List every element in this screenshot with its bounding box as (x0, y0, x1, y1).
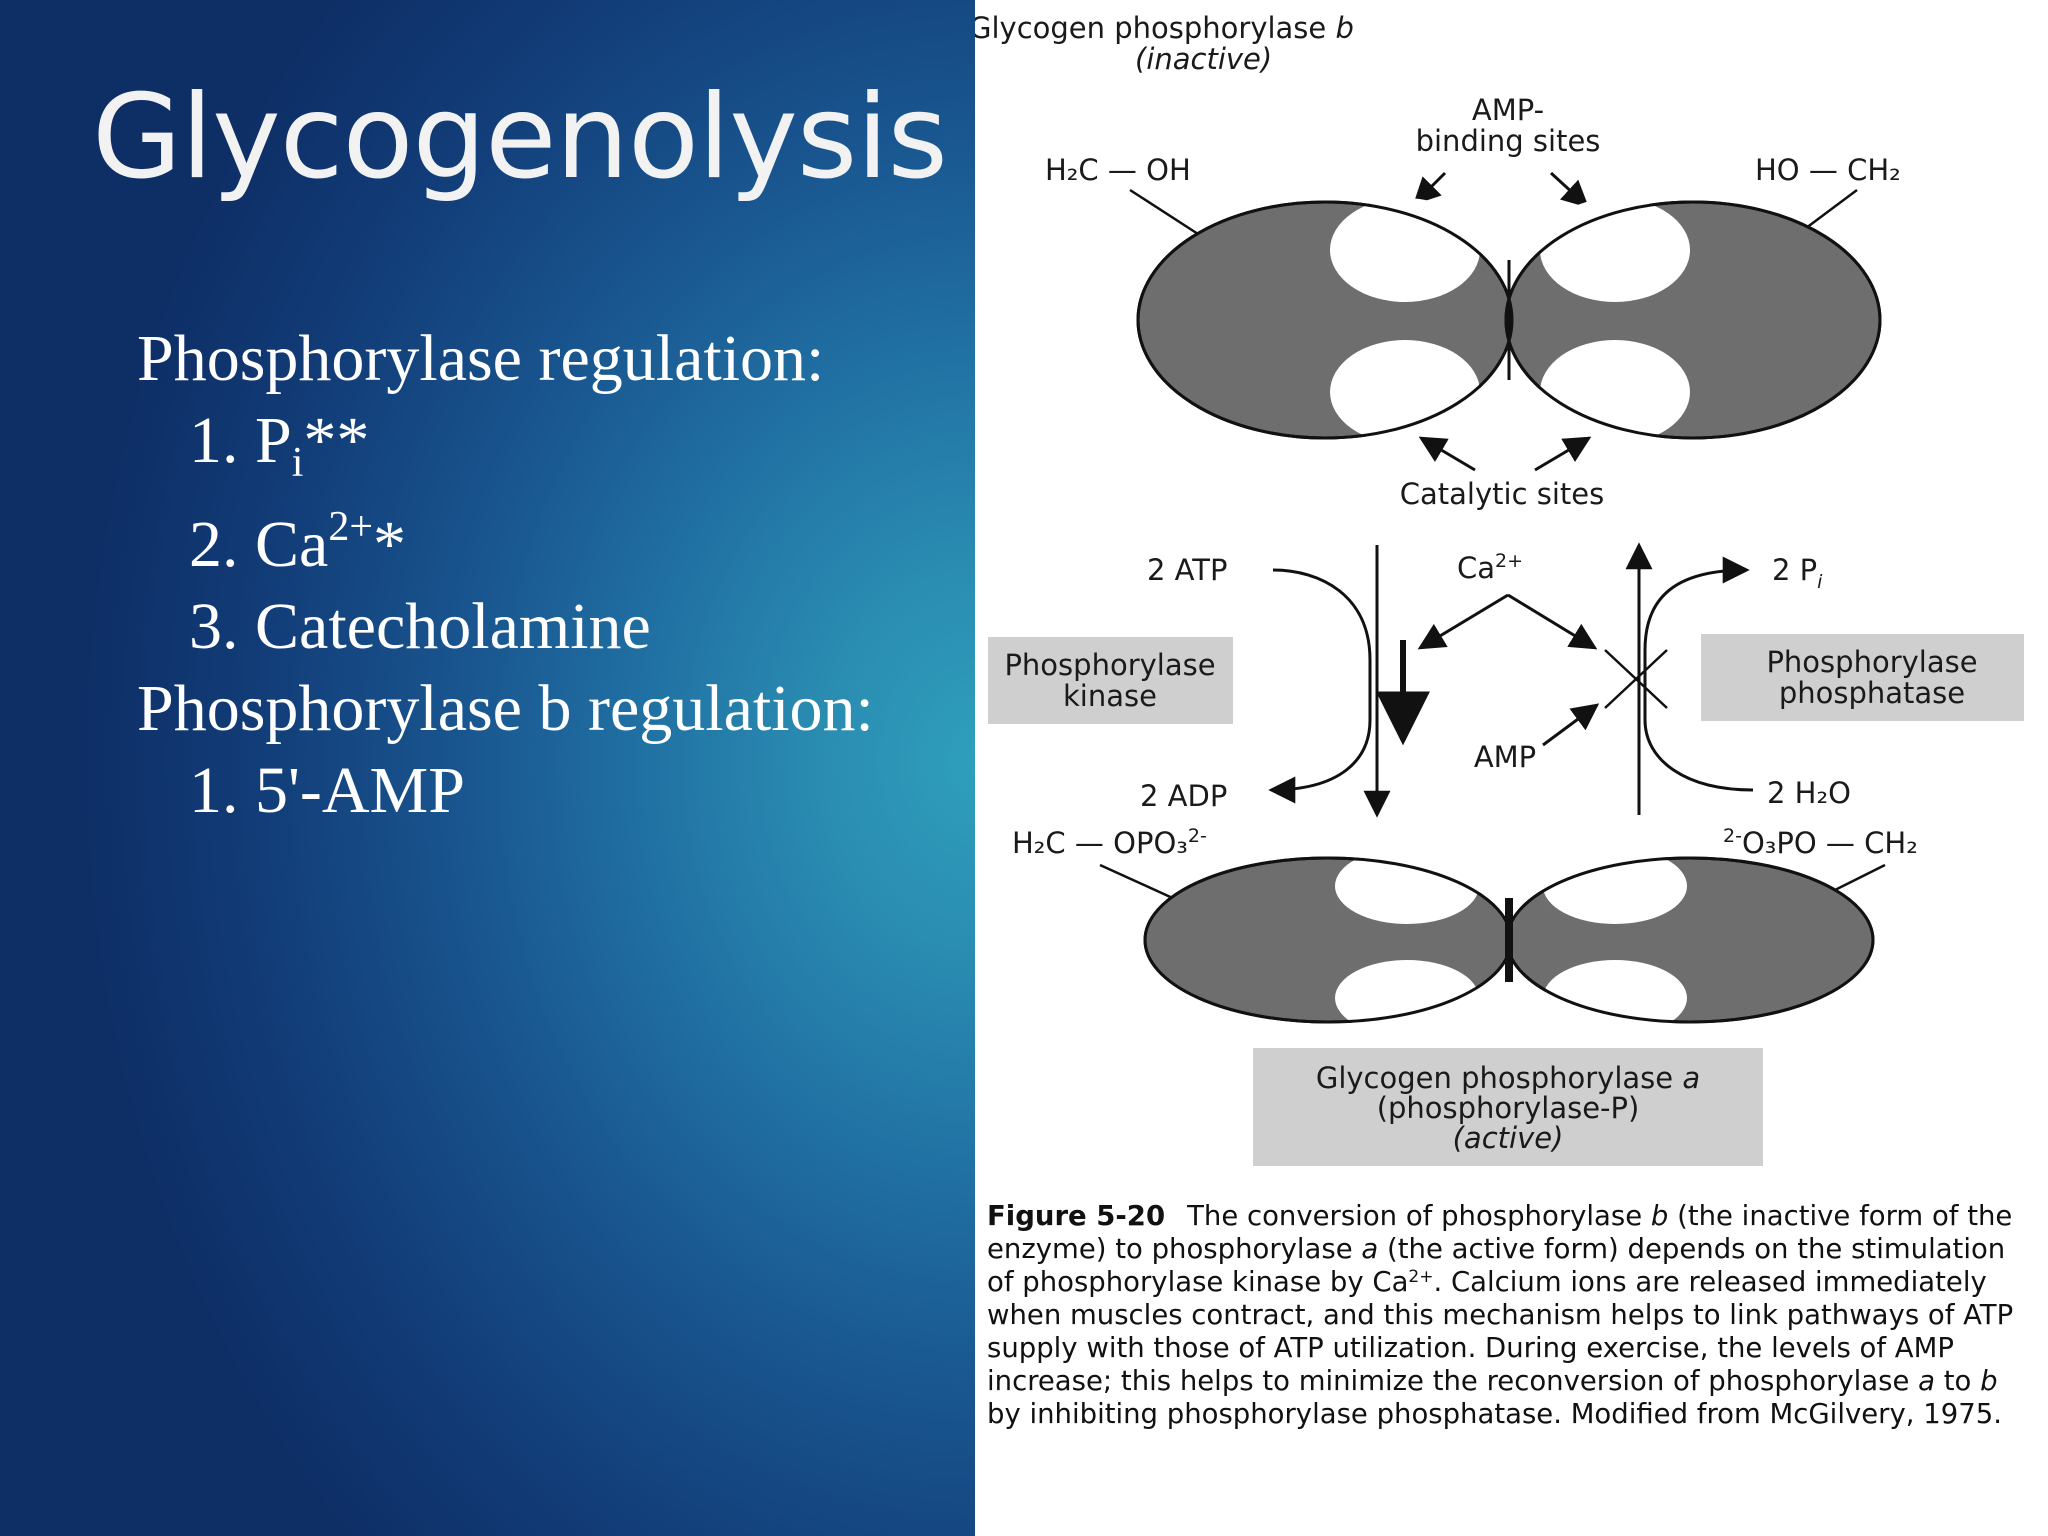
catalytic-arrow-left (1418, 436, 1476, 472)
caption-superscript: 2+ (1408, 1267, 1434, 1287)
catalytic-sites-label: Catalytic sites (1400, 477, 1604, 511)
kinase-label-line1: Phosphorylase (1004, 648, 1215, 682)
item-marker: ** (303, 404, 370, 477)
phosphorylase-phosphatase-box (1701, 634, 2024, 721)
caption-var: b (1650, 1200, 1669, 1232)
item-subscript: i (291, 440, 304, 486)
figure-number: Figure 5-20 (987, 1200, 1166, 1232)
active-enzyme-label-box (1253, 1048, 1763, 1166)
enzyme-dimer-active (1143, 848, 1875, 1036)
caption-text: . Calcium ions are released immediately … (987, 1266, 2014, 1397)
amp-site-left (1335, 848, 1479, 924)
amp-site-arrow-right (1549, 171, 1589, 208)
item-text: 1. P (189, 404, 292, 477)
amp-site-right (1543, 848, 1687, 924)
slide-title: Glycogenolysis (92, 70, 948, 205)
item-superscript: 2+ (328, 504, 374, 550)
item-text: 2. Ca (189, 508, 329, 581)
phosphatase-label-line2: phosphatase (1779, 676, 1965, 710)
left-text-panel: Glycogenolysis Phosphorylase regulation:… (0, 0, 975, 1536)
heading-phosphorylase-regulation: Phosphorylase regulation: (137, 322, 825, 395)
caption-text: to (1934, 1365, 1981, 1397)
bullet-list: Phosphorylase regulation: 1. Pi** 2. Ca2… (137, 318, 874, 832)
left-phosphate-group-label: H₂C — OPO₃2- (1012, 825, 1207, 860)
bottom-enzyme-title: Glycogen phosphorylase a (1316, 1061, 1700, 1095)
caption-var: b (1980, 1365, 1998, 1397)
amp-site-arrow-left (1413, 171, 1447, 205)
amp-inhibition-arrow (1542, 703, 1600, 747)
amp-binding-label-line2: binding sites (1416, 124, 1601, 158)
top-enzyme-state: (inactive) (1135, 42, 1272, 76)
adp-label: 2 ADP (1140, 779, 1227, 813)
calcium-to-kinase-arrow (1417, 593, 1509, 650)
caption-text: (the active form) depends on the stimula… (987, 1233, 2006, 1298)
bottom-enzyme-alias: (phosphorylase-P) (1377, 1091, 1640, 1125)
calcium-label: Ca2+ (1457, 550, 1523, 585)
atp-label: 2 ATP (1147, 553, 1227, 587)
h2o-pi-curve (1643, 556, 1754, 792)
water-label: 2 H₂O (1767, 776, 1851, 810)
kinase-label-line2: kinase (1063, 679, 1157, 713)
amp-site-right (1540, 198, 1690, 302)
bottom-enzyme-state: (active) (1453, 1121, 1564, 1155)
catalytic-site-left (1335, 960, 1479, 1036)
heading-phosphorylase-b-regulation: Phosphorylase b regulation: (137, 672, 874, 745)
caption-var: a (1918, 1365, 1935, 1397)
calcium-to-phosphatase-arrow (1507, 593, 1598, 650)
amp-label: AMP (1474, 740, 1536, 774)
caption-text: The conversion of phosphorylase (1187, 1200, 1651, 1232)
amp-binding-label-line1: AMP- (1472, 93, 1544, 127)
list-item-pi: 1. Pi** (137, 400, 874, 504)
caption-text: by inhibiting phosphorylase phosphatase.… (987, 1398, 2002, 1430)
top-enzyme-title: Glycogen phosphorylase b (975, 11, 1354, 45)
inhibition-cross-b (1604, 649, 1668, 709)
enzyme-dimer-inactive (1136, 198, 1882, 444)
figure-panel: Glycogen phosphorylase b (inactive) AMP-… (975, 0, 2048, 1536)
right-phosphate-group-label: 2-O₃PO — CH₂ (1723, 825, 1918, 860)
list-item-catecholamine: 3. Catecholamine (189, 590, 651, 663)
left-hydroxymethyl-label: H₂C — OH (1045, 153, 1191, 187)
phosphatase-label-line1: Phosphorylase (1766, 645, 1977, 679)
catalytic-site-right (1543, 960, 1687, 1036)
right-hydroxymethyl-label: HO — CH₂ (1755, 153, 1901, 187)
phosphorylase-kinase-box (988, 637, 1233, 724)
amp-site-left (1330, 198, 1480, 302)
catalytic-site-left (1330, 340, 1480, 444)
phosphate-label: 2 Pi (1772, 553, 1823, 593)
list-item-calcium: 2. Ca2+* (137, 504, 874, 586)
catalytic-site-right (1540, 340, 1690, 444)
caption-var: a (1361, 1233, 1379, 1265)
item-marker: * (373, 508, 407, 581)
dimer-interface (1505, 898, 1513, 982)
list-item-amp: 1. 5'-AMP (189, 754, 465, 827)
phosphorylase-conversion-diagram: Glycogen phosphorylase b (inactive) AMP-… (975, 11, 2024, 1166)
catalytic-arrow-right (1534, 436, 1592, 472)
caption-text: (the inactive form of the enzyme) to pho… (987, 1200, 2013, 1265)
atp-adp-curve (1268, 568, 1372, 804)
figure-caption: Figure 5-20 The conversion of phosphoryla… (987, 1200, 2037, 1431)
